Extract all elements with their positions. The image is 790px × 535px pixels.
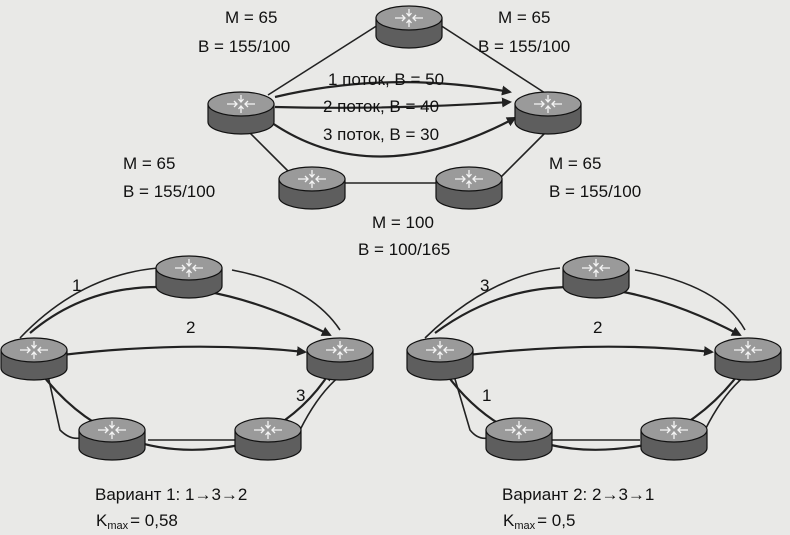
router-icon: [207, 91, 275, 135]
top-flows: [264, 81, 517, 158]
flow-label: 2 поток, B = 40: [323, 97, 439, 116]
link-label-bandwidth: B = 155/100: [549, 182, 641, 201]
flow-label: 1 поток, B = 50: [328, 70, 444, 89]
link-label-metric: M = 65: [123, 154, 175, 173]
link-top-to-right: [439, 24, 546, 94]
k-max-value: Kmax= 0,5: [503, 511, 575, 532]
v2-link-b: [634, 269, 746, 331]
flow-3-arrow: [264, 117, 517, 158]
path-number: 2: [186, 318, 195, 337]
link-label-bandwidth: B = 155/100: [478, 37, 570, 56]
router-icon: [0, 337, 68, 381]
routers: [0, 5, 782, 461]
variant-title: Вариант 1: 1→3→2: [95, 485, 247, 504]
v2-path-1: [439, 364, 742, 451]
router-icon: [306, 337, 374, 381]
link-label-bandwidth: B = 155/100: [198, 37, 290, 56]
router-icon: [714, 337, 782, 381]
router-icon: [375, 5, 443, 49]
router-icon: [234, 417, 302, 461]
flow-label: 3 поток, B = 30: [323, 125, 439, 144]
link-label-metric: M = 65: [225, 8, 277, 27]
v1-link-c: [44, 361, 81, 440]
router-icon: [78, 417, 146, 461]
router-icon: [514, 91, 582, 135]
router-icon: [640, 417, 708, 461]
router-icon: [485, 417, 553, 461]
link-label-metric: M = 65: [498, 8, 550, 27]
v2-link-e: [704, 371, 751, 431]
router-icon: [435, 166, 503, 210]
router-icon: [406, 337, 474, 381]
path-number: 3: [296, 386, 305, 405]
v1-path-2: [61, 345, 307, 357]
flow-1-arrow: [274, 81, 512, 99]
link-label-metric: M = 100: [372, 213, 434, 232]
path-number: 1: [72, 276, 81, 295]
flow-2-arrow: [274, 97, 512, 109]
router-icon: [155, 255, 223, 299]
link-left-to-top: [267, 24, 379, 96]
link-label-bandwidth: B = 155/100: [123, 182, 215, 201]
link-bottom-right-to-right: [499, 129, 549, 179]
variant-title: Вариант 2: 2→3→1: [502, 485, 654, 504]
v1-path-3: [34, 364, 332, 451]
path-number: 2: [593, 318, 602, 337]
v1-link-a: [19, 267, 159, 339]
link-label-metric: M = 65: [549, 154, 601, 173]
link-label-bandwidth: B = 100/165: [358, 240, 450, 259]
path-number: 1: [482, 386, 491, 405]
path-number: 3: [480, 276, 489, 295]
v2-path-2: [467, 345, 714, 357]
router-icon: [562, 255, 630, 299]
v1-link-b: [231, 269, 341, 331]
k-max-value: Kmax= 0,58: [96, 511, 178, 532]
v2-link-a: [424, 267, 561, 339]
router-icon: [278, 166, 346, 210]
